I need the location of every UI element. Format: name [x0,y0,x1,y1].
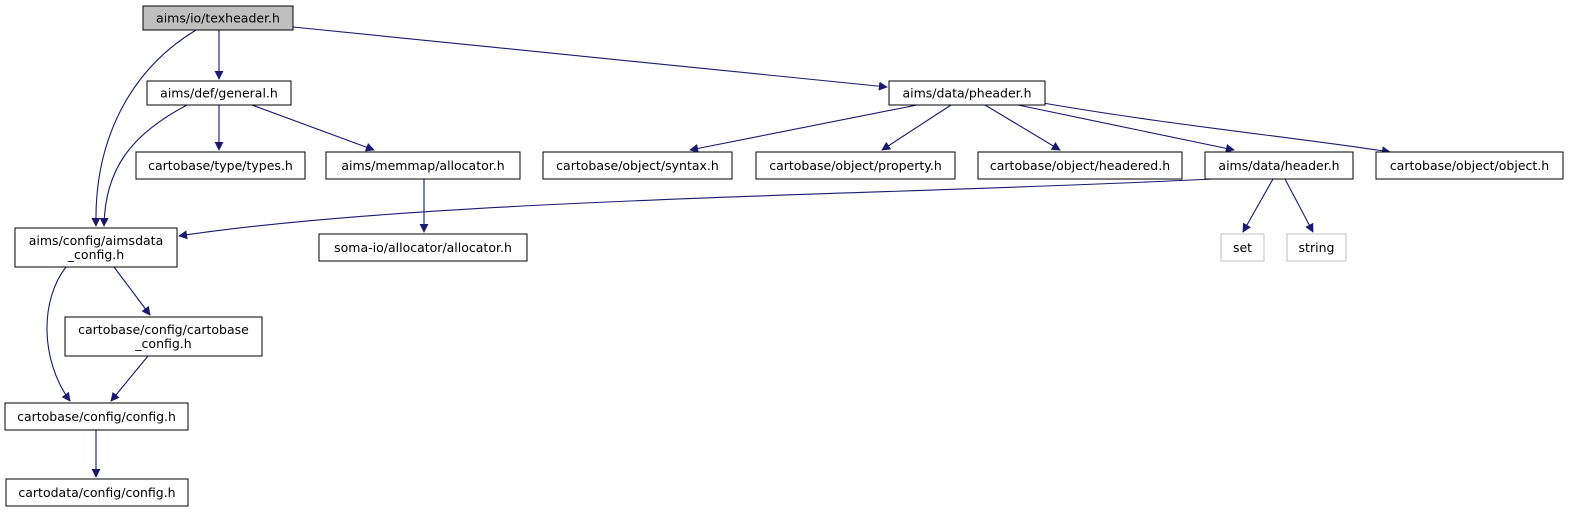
node-mem-allocator[interactable]: aims/memmap/allocator.h [325,151,521,180]
node-box [1204,151,1354,180]
edge-pheader-to-property [881,104,952,151]
edge-texheader-to-aimsdata_config [91,29,197,227]
node-box [64,316,263,357]
node-syntax[interactable]: cartobase/object/syntax.h [542,151,733,180]
node-set: set [1220,233,1265,262]
node-box [325,151,521,180]
node-label: _config.h [134,336,191,351]
edge-pheader-to-object [1042,102,1391,156]
node-box [1375,151,1564,180]
node-label: cartobase/type/types.h [148,158,293,173]
node-box [142,5,294,31]
node-label: aims/config/aimsdata [29,233,163,248]
node-pheader[interactable]: aims/data/pheader.h [888,80,1046,106]
edge-header-to-string [1284,178,1314,233]
node-object[interactable]: cartobase/object/object.h [1375,151,1564,180]
node-texheader: aims/io/texheader.h [142,5,294,31]
node-string: string [1286,233,1347,262]
node-label: set [1233,240,1252,255]
node-general[interactable]: aims/def/general.h [146,80,292,106]
nodes-layer: aims/io/texheader.h aims/def/general.h aim… [4,5,1564,507]
node-box [5,478,189,507]
edge-general-to-mem_allocator [251,104,375,152]
node-cd-config[interactable]: cartodata/config/config.h [5,478,189,507]
edge-header-to-set [1242,178,1274,233]
node-box [542,151,733,180]
edges-layer [46,26,1391,478]
node-property[interactable]: cartobase/object/property.h [755,151,956,180]
edge-pheader-to-headered [984,104,1061,151]
node-label: _config.h [67,247,124,262]
edge-aimsdata_config-to-cartobase_config [113,266,151,316]
node-cartobase-config[interactable]: cartobase/config/cartobase_config.h [64,316,263,357]
node-soma-allocator[interactable]: soma-io/allocator/allocator.h [318,233,528,262]
node-label: soma-io/allocator/allocator.h [334,240,512,255]
node-box [146,80,292,106]
node-label: cartobase/config/config.h [17,409,176,424]
node-label: cartobase/object/object.h [1390,158,1549,173]
edge-aimsdata_config-to-cb_config [46,266,71,402]
node-label: aims/memmap/allocator.h [341,158,504,173]
node-headered[interactable]: cartobase/object/headered.h [977,151,1183,180]
node-label: cartobase/object/property.h [769,158,942,173]
node-label: cartobase/config/cartobase [78,322,249,337]
edge-pheader-to-syntax [689,104,918,153]
node-label: string [1299,240,1335,255]
node-box [318,233,528,262]
node-aimsdata-config[interactable]: aims/config/aimsdata_config.h [14,227,178,268]
node-label: cartodata/config/config.h [18,485,175,500]
node-box [888,80,1046,106]
node-cb-config[interactable]: cartobase/config/config.h [4,402,189,431]
edge-pheader-to-header [1017,104,1235,153]
node-box [1220,233,1265,262]
node-types[interactable]: cartobase/type/types.h [135,151,306,180]
node-box [4,402,189,431]
edge-header-to-aimsdata_config [178,178,1213,240]
edge-general-to-aimsdata_config [99,104,188,227]
node-label: cartobase/object/syntax.h [556,158,719,173]
edge-texheader-to-pheader [292,26,888,91]
node-box [14,227,178,268]
node-label: aims/data/pheader.h [902,86,1031,101]
edge-cartobase_config-to-cb_config [110,355,149,402]
node-label: aims/io/texheader.h [156,11,280,26]
node-box [755,151,956,180]
node-header[interactable]: aims/data/header.h [1204,151,1354,180]
node-label: aims/data/header.h [1218,158,1339,173]
node-label: cartobase/object/headered.h [990,158,1170,173]
node-box [977,151,1183,180]
node-box [135,151,306,180]
node-label: aims/def/general.h [160,86,278,101]
node-box [1286,233,1347,262]
